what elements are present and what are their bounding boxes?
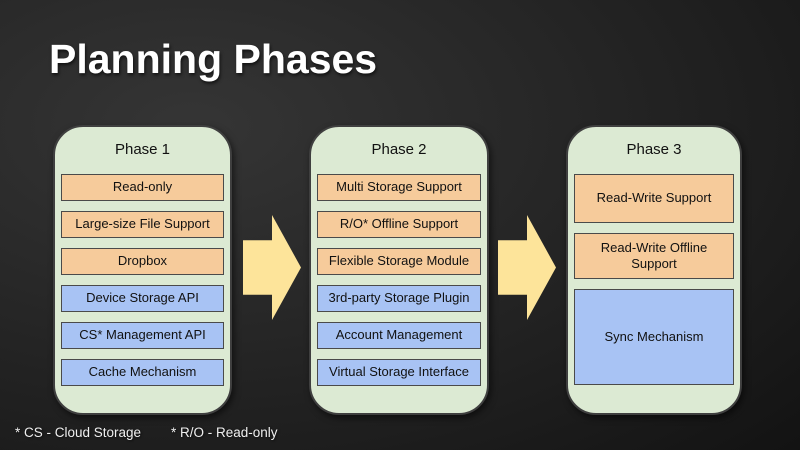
slide-title: Planning Phases — [49, 36, 378, 82]
footnote-ro: * R/O - Read-only — [171, 425, 278, 440]
feature-item: Read-Write Offline Support — [574, 233, 734, 279]
feature-item: Read-Write Support — [574, 174, 734, 223]
feature-item: Multi Storage Support — [317, 174, 481, 201]
feature-item: Virtual Storage Interface — [317, 359, 481, 386]
feature-item: Flexible Storage Module — [317, 248, 481, 275]
phase-2-card: Phase 2 Multi Storage Support R/O* Offli… — [309, 125, 489, 415]
feature-item: Cache Mechanism — [61, 359, 224, 386]
feature-item: Read-only — [61, 174, 224, 201]
phase-2-title: Phase 2 — [371, 141, 427, 158]
feature-item: Account Management — [317, 322, 481, 349]
feature-item: CS* Management API — [61, 322, 224, 349]
feature-item: Sync Mechanism — [574, 289, 734, 385]
feature-item: Dropbox — [61, 248, 224, 275]
footnote-cs: * CS - Cloud Storage — [15, 425, 142, 440]
feature-item: 3rd-party Storage Plugin — [317, 285, 481, 312]
arrow-right-icon — [498, 215, 556, 320]
feature-item: Large-size File Support — [61, 211, 224, 238]
phase-2-items: Multi Storage Support R/O* Offline Suppo… — [317, 174, 481, 386]
phase-1-items: Read-only Large-size File Support Dropbo… — [61, 174, 224, 386]
phase-1-title: Phase 1 — [114, 141, 171, 158]
phase-3-title: Phase 3 — [626, 141, 682, 158]
phase-3-items: Read-Write Support Read-Write Offline Su… — [574, 174, 734, 385]
feature-item: Device Storage API — [61, 285, 224, 312]
arrow-right-icon — [243, 215, 301, 320]
feature-item: R/O* Offline Support — [317, 211, 481, 238]
phase-3-card: Phase 3 Read-Write Support Read-Write Of… — [566, 125, 742, 415]
phase-1-card: Phase 1 Read-only Large-size File Suppor… — [53, 125, 232, 415]
